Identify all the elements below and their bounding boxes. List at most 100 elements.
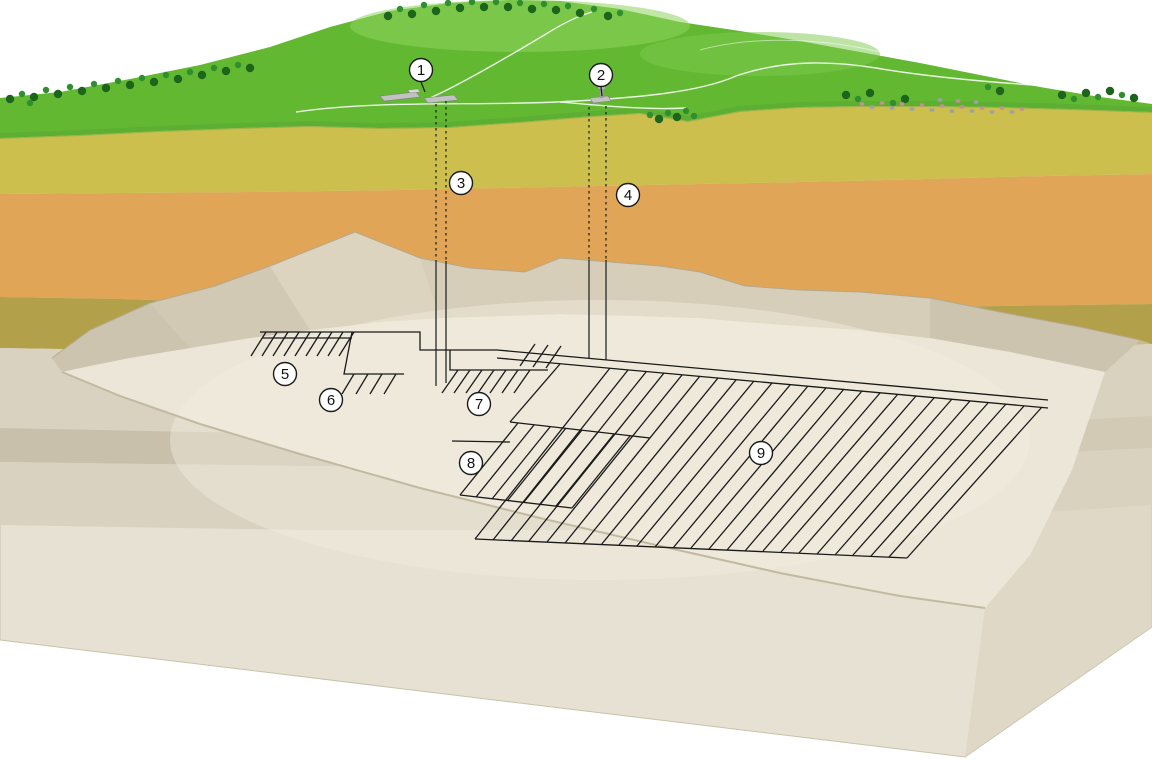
label-circle: [408, 57, 434, 83]
tree-icon: [690, 112, 698, 120]
tunnel-main-drift: [496, 343, 1049, 409]
tree-icon: [503, 2, 513, 12]
tree-icon: [984, 83, 992, 91]
house-icon: [937, 98, 943, 102]
tree-icon: [42, 86, 50, 94]
label-markers: 1 2 3 4 5 6 7 8: [272, 57, 774, 476]
label-circle: [466, 391, 492, 417]
tree-icon: [841, 90, 851, 100]
tree-icon: [162, 71, 170, 79]
tree-icon: [197, 70, 207, 80]
tree-icon: [455, 3, 465, 13]
tree-icon: [173, 74, 183, 84]
tree-icon: [889, 99, 897, 107]
tree-icon: [234, 61, 242, 69]
label-number: 4: [624, 187, 632, 204]
tree-icon: [431, 6, 441, 16]
pit-front-cut-edge: [61, 371, 986, 609]
label-marker-9: 9: [748, 440, 774, 466]
tree-icon: [383, 11, 393, 21]
label-marker-2: 2: [588, 62, 614, 88]
road-east: [559, 101, 687, 110]
label-leader-lines: [420, 81, 603, 97]
facility-building-icon: [407, 88, 421, 94]
label-number: 9: [757, 445, 765, 462]
tree-icon: [221, 66, 231, 76]
tree-icon: [854, 95, 862, 103]
tree-icon: [646, 111, 654, 119]
tree-icon: [900, 94, 910, 104]
tree-icon: [245, 63, 255, 73]
tree-icon: [1105, 86, 1115, 96]
facility-building-icon: [379, 91, 421, 102]
tree-icon: [616, 9, 624, 17]
tree-icon: [1057, 90, 1067, 100]
tree-icon: [26, 99, 34, 107]
surface-terrain: [0, 0, 1152, 139]
house-icon: [1009, 110, 1015, 114]
tree-icon: [1070, 95, 1078, 103]
label-circle: [615, 182, 641, 208]
house-icon: [973, 100, 979, 104]
pit-floor: [62, 314, 1105, 608]
house-icon: [879, 101, 885, 105]
tree-icon: [995, 86, 1005, 96]
tree-icon: [1094, 93, 1102, 101]
label-marker-7: 7: [466, 391, 492, 417]
shaft-solid-lines: [435, 260, 607, 386]
tree-icon: [53, 89, 63, 99]
road-village: [735, 62, 1047, 87]
tree-icon: [564, 2, 572, 10]
house-icon: [969, 109, 975, 113]
tree-icon: [590, 5, 598, 13]
tree-icon: [664, 109, 672, 117]
house-icon: [959, 105, 965, 109]
tree-icon: [29, 92, 39, 102]
house-icon: [929, 108, 935, 112]
tree-icon: [603, 11, 613, 21]
label-number: 2: [597, 67, 605, 84]
headframe-top-icon: [598, 86, 605, 89]
label-circle: [588, 62, 614, 88]
label-marker-1: 1: [408, 57, 434, 83]
house-icon: [999, 106, 1005, 110]
tree-icon: [125, 80, 135, 90]
tree-icon: [682, 107, 690, 115]
tree-icon: [1129, 93, 1139, 103]
tree-icon: [444, 0, 452, 7]
house-icon: [979, 106, 985, 110]
label-number: 1: [417, 62, 425, 79]
tree-icon: [101, 83, 111, 93]
shafts: [420, 81, 607, 386]
house-icon: [919, 103, 925, 107]
label-circle: [748, 440, 774, 466]
tree-icon: [18, 90, 26, 98]
tunnel-panel-9: [474, 367, 1043, 559]
label-circle: [458, 450, 484, 476]
label-circle: [272, 361, 298, 387]
label-circle: [448, 170, 474, 196]
tree-icon: [865, 88, 875, 98]
label-number: 6: [327, 392, 335, 409]
tree-icon: [479, 2, 489, 12]
house-icon: [1019, 107, 1025, 111]
tree-icon: [186, 68, 194, 76]
tree-icon: [407, 9, 417, 19]
label-number: 7: [475, 396, 483, 413]
label-marker-5: 5: [272, 361, 298, 387]
tree-icon: [420, 1, 428, 9]
pit-floor-highlight: [170, 300, 1030, 580]
grass-front-shade: [0, 101, 1152, 139]
tree-icon: [527, 4, 537, 14]
label-marker-4: 4: [615, 182, 641, 208]
tree-icon: [654, 114, 664, 124]
house-icon: [869, 105, 875, 109]
road-contour: [699, 39, 881, 53]
house-icon: [939, 104, 945, 108]
label-number: 8: [467, 455, 475, 472]
tree-icon: [5, 94, 15, 104]
tree-icon: [575, 8, 585, 18]
house-icon: [989, 110, 995, 114]
excavation-pit: [51, 231, 1141, 609]
